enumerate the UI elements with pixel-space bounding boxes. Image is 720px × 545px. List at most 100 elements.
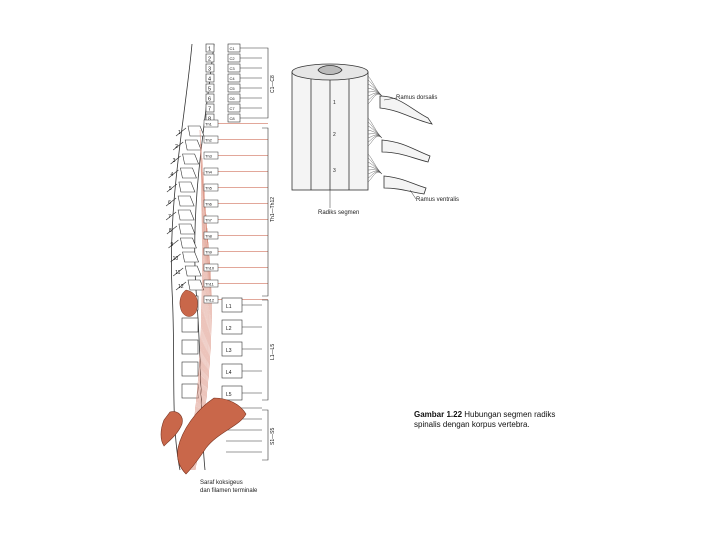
rootlet: [368, 76, 382, 96]
lower-lumbar-red: [180, 290, 198, 317]
sacrum-shape: [177, 398, 246, 474]
coccyx-shape: [161, 412, 182, 446]
thoracic-segment-label: Th2: [205, 138, 213, 143]
lumbar-segment-label: L4: [226, 370, 232, 376]
lumbar-segment-box: [222, 320, 242, 334]
thoracic-vertebra: [179, 182, 195, 192]
lumbar-segment-label: L1: [226, 304, 232, 310]
thoracic-segment-label: Th11: [205, 282, 215, 287]
ramus-dorsalis-label: Ramus dorsalis: [396, 95, 437, 101]
cervical-segment-label: C7: [230, 106, 236, 111]
caption-title: Gambar 1.22: [414, 410, 462, 419]
cord-detail: [292, 64, 368, 190]
lumbar-segment-box: [222, 342, 242, 356]
rootlet: [368, 136, 382, 146]
lumbar-bracket-label: L1—L5: [270, 344, 276, 360]
sacral-bracket-label: S1—S5: [270, 428, 276, 445]
cervical-bracket-label: C1—C8: [270, 75, 276, 93]
thoracic-segment-label: Th8: [205, 234, 213, 239]
thoracic-number: 11: [175, 270, 180, 276]
thoracic-vertebra: [183, 252, 199, 262]
caption-text-line2: spinalis dengan korpus vertebra.: [414, 420, 530, 429]
figure-caption: Gambar 1.22 Hubungan segmen radiks spina…: [414, 410, 594, 430]
thoracic-segment-label: Th7: [205, 218, 213, 223]
coccygeal-label-line2: dan filamen terminale: [200, 488, 257, 494]
thoracic-segment-label: Th12: [205, 298, 215, 303]
lumbar-segment-box: [222, 386, 242, 400]
thoracic-number: 2: [175, 144, 178, 150]
thoracic-segment-label: Th9: [205, 250, 213, 255]
lumbar-vertebra: [182, 318, 198, 332]
rootlets-group: [368, 76, 382, 182]
thoracic-number: 6: [168, 200, 171, 206]
thoracic-number: 1: [178, 130, 181, 136]
cervical-number: 5: [208, 87, 211, 93]
thoracic-bracket-label: Th1—Th12: [270, 197, 276, 222]
thoracic-vertebra: [188, 280, 204, 290]
rootlet: [368, 122, 382, 138]
lumbar-segment-box: [222, 364, 242, 378]
cervical-segment-label: C8: [230, 116, 236, 121]
segment-number-1: 1: [333, 100, 336, 106]
thoracic-number: 7: [168, 214, 171, 220]
cervical-number: 3: [208, 67, 211, 73]
lumbar-bracket: [262, 300, 268, 400]
cervical-number: 2: [208, 57, 211, 63]
lumbar-vertebra: [182, 340, 198, 354]
cervical-segment-label: C1: [230, 46, 236, 51]
cervical-bracket: [262, 48, 268, 118]
cervical-number: 1: [208, 47, 211, 53]
sacral-bracket: [262, 410, 268, 460]
thoracic-segment-label: Th1: [205, 122, 213, 127]
thoracic-vertebra: [178, 196, 194, 206]
thoracic-number: 8: [169, 228, 172, 234]
rootlet: [368, 154, 382, 174]
thoracic-vertebra: [185, 140, 201, 150]
rootlet: [368, 172, 382, 182]
thoracic-number: 12: [178, 284, 184, 290]
thoracic-segment-label: Th5: [205, 186, 213, 191]
ramus-nerves: [380, 96, 432, 194]
lumbar-vertebra: [182, 362, 198, 376]
lumbar-segment-label: L5: [226, 392, 232, 398]
segment-number-3: 3: [333, 168, 336, 174]
thoracic-segment-label: Th4: [205, 170, 213, 175]
coccygeal-label-line1: Saraf koksigeus: [200, 480, 243, 486]
cervical-number: 6: [208, 97, 211, 103]
radiks-segmen-label: Radiks segmen: [318, 210, 359, 216]
thoracic-vertebra: [178, 210, 194, 220]
thoracic-segment-label: Th10: [205, 266, 215, 271]
thoracic-vertebra: [183, 154, 199, 164]
thoracic-number: 9: [170, 242, 173, 248]
cervical-segment-label: C3: [230, 66, 236, 71]
cervical-segment-label: C5: [230, 86, 236, 91]
cervical-segment-label: C4: [230, 76, 236, 81]
rootlet: [368, 158, 382, 174]
thoracic-number: 3: [173, 158, 176, 164]
thoracic-vertebra: [179, 224, 195, 234]
lumbar-segment-box: [222, 298, 242, 312]
segment-number-2: 2: [333, 132, 336, 138]
ramus-ventralis-label: Ramus ventralis: [416, 197, 459, 203]
lumbar-segment-label: L3: [226, 348, 232, 354]
cervical-segment-label: C6: [230, 96, 236, 101]
brackets-group: C1—C8Th1—Th12L1—L5S1—S5: [262, 48, 276, 460]
cervical-number: 4: [208, 77, 211, 83]
thoracic-segment-label: Th6: [205, 202, 213, 207]
thoracic-vertebra: [185, 266, 201, 276]
thoracic-vertebra: [180, 168, 196, 178]
cervical-number: 7: [208, 107, 211, 113]
cervical-segment-label: C2: [230, 56, 236, 61]
thoracic-number: 4: [170, 172, 173, 178]
thoracic-vertebra: [180, 238, 196, 248]
rootlet: [368, 118, 382, 138]
lumbar-vertebra: [182, 384, 198, 398]
caption-text-line1: Hubungan segmen radiks: [462, 410, 555, 419]
thoracic-segment-label: Th3: [205, 154, 213, 159]
thoracic-number: 10: [173, 256, 179, 262]
thoracic-vertebra: [188, 126, 204, 136]
rootlet: [368, 80, 382, 96]
thoracic-number: 5: [169, 186, 172, 192]
